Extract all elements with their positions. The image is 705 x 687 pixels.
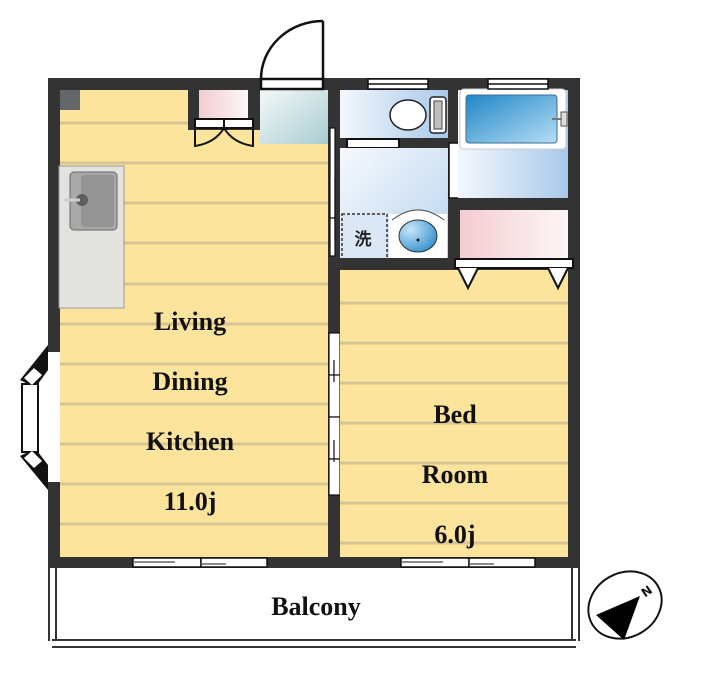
compass-icon: N (587, 570, 663, 640)
window-ldk-bottom (132, 557, 268, 568)
ldk-label-line1: Living (153, 307, 227, 336)
entrance-floor (260, 90, 328, 144)
shoe-cabinet-doors (194, 118, 254, 148)
bathtub (459, 88, 568, 150)
closet (460, 210, 568, 260)
washer-label: 洗 (354, 230, 372, 250)
kitchen-sink (58, 165, 125, 309)
bedroom-label: Bed Room 6.0j (385, 370, 525, 580)
shoe-cabinet (199, 90, 248, 120)
bed-label-line2: Room (421, 460, 489, 489)
ldk-label-line2: Dining (152, 367, 228, 396)
window-bath (487, 78, 549, 90)
ldk-label-line3: Kitchen (145, 427, 235, 456)
bed-size: 6.0j (434, 520, 476, 549)
window-bed-bottom (400, 557, 536, 568)
washing-machine-space (341, 213, 388, 261)
balcony-label: Balcony (271, 592, 361, 621)
ldk-room-label: Living Dining Kitchen 11.0j (110, 277, 270, 547)
toilet (389, 96, 447, 134)
bed-label-line1: Bed (433, 400, 477, 429)
entrance-door (259, 19, 325, 91)
column (60, 90, 80, 110)
sliding-door-ldk-wash (329, 127, 336, 257)
wash-basin (389, 209, 447, 260)
balcony (48, 568, 580, 648)
ldk-size: 11.0j (163, 487, 217, 516)
bedroom-floor (340, 258, 574, 557)
window-toilet (367, 78, 429, 90)
sliding-door-ldk-bed (328, 332, 341, 496)
bay-window (20, 345, 60, 490)
